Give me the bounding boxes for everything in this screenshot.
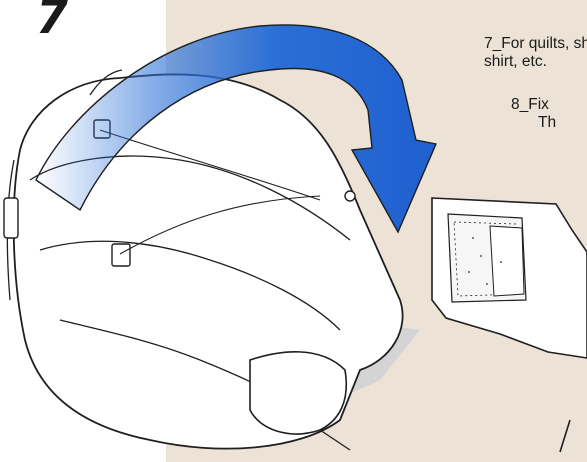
instruction-line-1: 7_For quilts, shirts and other items wit… <box>484 35 587 53</box>
step-number: 7 <box>36 0 68 40</box>
embroidery-hoop <box>432 198 587 358</box>
instruction-line-4: Th <box>538 114 556 132</box>
instruction-line-2: shirt, etc. <box>484 53 547 71</box>
instruction-line-3: 8_Fix <box>511 96 549 114</box>
